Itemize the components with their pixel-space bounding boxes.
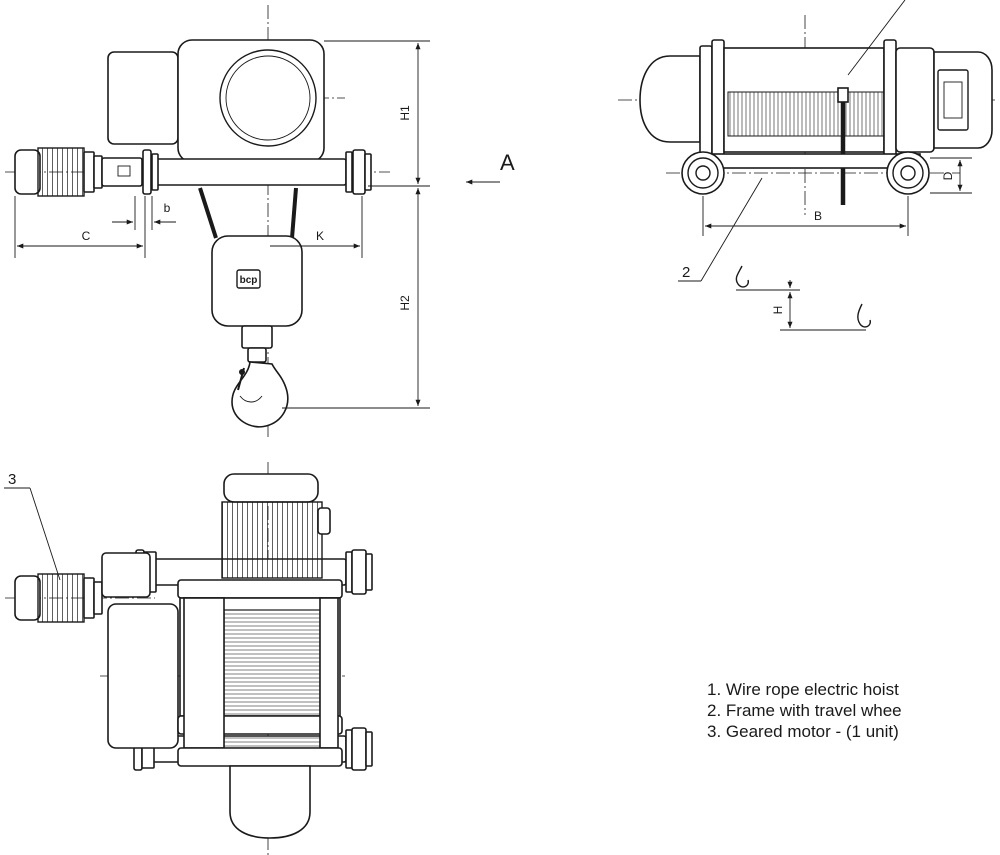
travel-motor-cap — [14, 149, 41, 195]
hoist-motor — [107, 51, 179, 145]
dim-h: H — [771, 306, 785, 315]
rope-drum-circle — [219, 49, 317, 147]
dim-h2: H2 — [398, 295, 412, 311]
front-view: bcp H1 H2 C b K — [5, 5, 430, 440]
view-label-a: A — [500, 150, 515, 175]
dim-d: D — [941, 171, 955, 180]
callout-3: 3 — [8, 471, 16, 488]
plan-view: 3 — [4, 462, 373, 855]
legend-item-2: 2. Frame with travel whee — [707, 701, 902, 720]
rail-tube — [151, 158, 347, 186]
hook — [231, 361, 289, 428]
bcp-logo — [236, 269, 261, 289]
side-view: B D 2 H — [618, 0, 995, 331]
dim-b-small: b — [164, 201, 171, 215]
dim-h1: H1 — [398, 105, 412, 121]
logo-text: bcp — [240, 275, 258, 286]
dim-k: K — [316, 229, 324, 243]
callout-2: 2 — [682, 264, 690, 281]
dim-b-big: B — [814, 209, 822, 223]
drum-end-cap — [639, 55, 701, 143]
dim-c: C — [82, 229, 91, 243]
view-arrow-a: A — [466, 150, 515, 185]
legend-item-3: 3. Geared motor - (1 unit) — [707, 722, 899, 741]
legend-item-1: 1. Wire rope electric hoist — [707, 680, 899, 699]
hoist-housing — [177, 39, 325, 163]
side-motor — [933, 51, 993, 149]
travel-motor-body — [37, 147, 85, 197]
